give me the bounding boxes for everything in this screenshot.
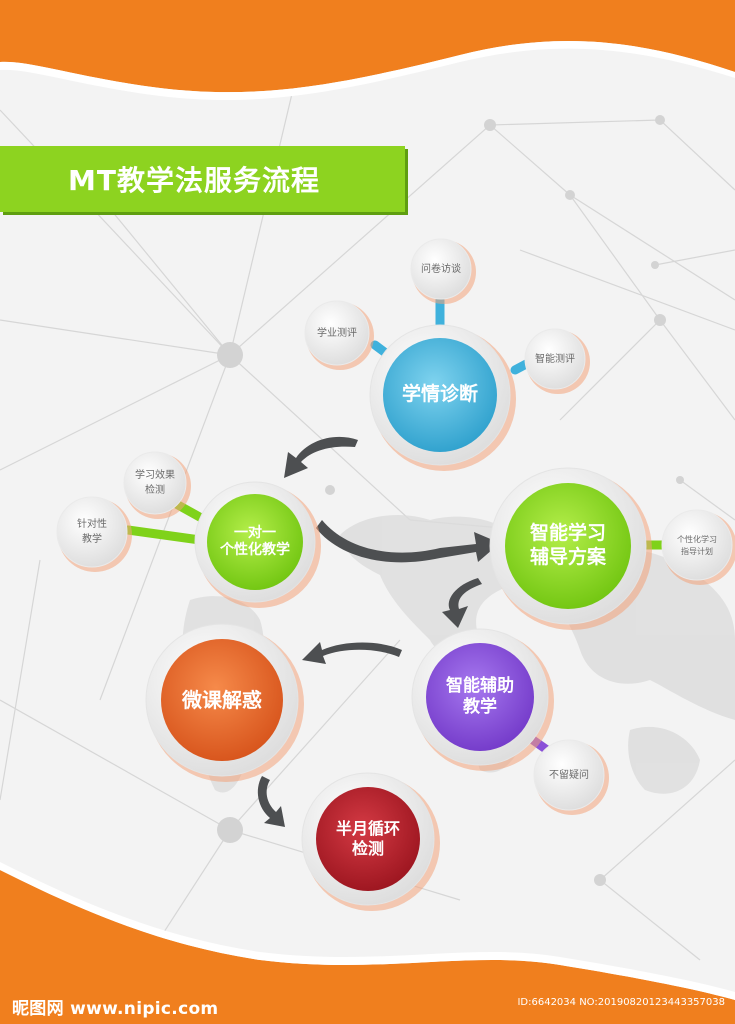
bottom-orange-wave xyxy=(0,870,735,1024)
satellite-academic-test-label: 学业测评 xyxy=(317,327,357,339)
node-smart-plan-label: 智能学习 辅导方案 xyxy=(529,522,606,568)
node-one-on-one-label: 一对一 个性化教学 xyxy=(220,524,290,559)
node-diagnosis-label: 学情诊断 xyxy=(401,383,478,406)
page-title: MT教学法服务流程 xyxy=(0,146,405,212)
node-micro-lesson-label: 微课解惑 xyxy=(182,687,262,712)
satellite-questionnaire-label: 问卷访谈 xyxy=(421,263,461,275)
top-orange-wave xyxy=(0,0,735,93)
watermark-id: ID:6642034 NO:20190820123443357038 xyxy=(517,997,725,1008)
satellite-rings xyxy=(56,238,735,815)
flow-arrows xyxy=(257,436,500,827)
arrow-to-one-on-one xyxy=(284,436,358,478)
main-node-circles xyxy=(145,324,652,911)
satellite-learning-effect-label: 学习效果 检测 xyxy=(135,470,175,496)
satellite-no-doubts-label: 不留疑问 xyxy=(549,769,589,781)
arrow-to-smart-aid xyxy=(442,578,482,628)
arrow-to-micro-lesson xyxy=(302,642,402,664)
node-smart-aid-label: 智能辅助 教学 xyxy=(446,675,514,717)
satellite-personal-plan-label: 个性化学习 指导计划 xyxy=(677,535,717,556)
watermark-site: 昵图网 www.nipic.com xyxy=(12,999,219,1019)
satellite-smart-test-label: 智能测评 xyxy=(535,353,575,365)
satellite-targeted-teaching-label: 针对性 教学 xyxy=(77,519,107,545)
node-half-month-label: 半月循环 检测 xyxy=(335,819,400,858)
network-nodes xyxy=(66,115,684,886)
arrow-to-half-month xyxy=(257,776,285,827)
arrow-to-smart-plan xyxy=(316,520,500,563)
bottom-white-wave xyxy=(0,862,735,1000)
